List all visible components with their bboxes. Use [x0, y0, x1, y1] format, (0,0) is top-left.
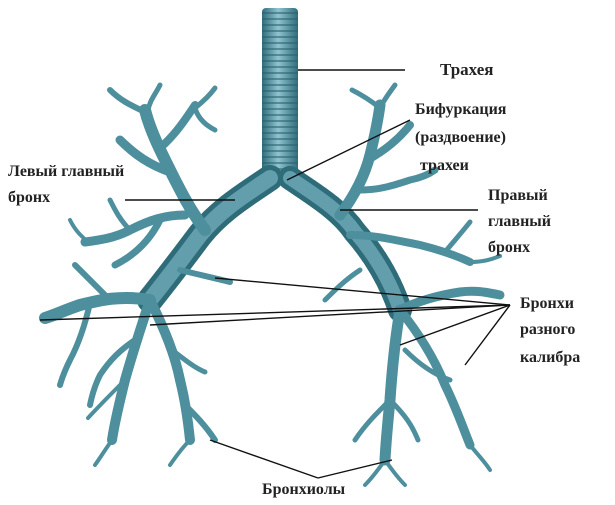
label-bronchi-line1: Бронхи — [520, 294, 574, 313]
leader-bronchioles-left — [210, 440, 318, 478]
label-bifurcation-line1: Бифуркация — [415, 100, 506, 119]
trachea — [262, 8, 298, 180]
leader-bifurcation — [287, 120, 410, 180]
label-left-bronchus-line2: бронх — [8, 188, 50, 207]
label-trachea: Трахея — [440, 60, 493, 79]
label-left-bronchus-line1: Левый главный — [8, 162, 124, 181]
label-right-bronchus-line3: бронх — [488, 238, 530, 257]
label-right-bronchus-line2: главный — [488, 212, 551, 231]
label-bronchioles: Бронхиолы — [262, 480, 345, 499]
leader-bronchi-5 — [465, 305, 510, 365]
label-bifurcation-line2: (раздвоение) — [415, 128, 506, 147]
label-bifurcation-line3: трахеи — [420, 156, 469, 175]
label-bronchi-line3: калибра — [520, 348, 580, 367]
left-bronchi-branches — [45, 85, 230, 465]
label-right-bronchus-line1: Правый — [488, 186, 548, 205]
label-bronchi-line2: разного — [520, 320, 575, 339]
